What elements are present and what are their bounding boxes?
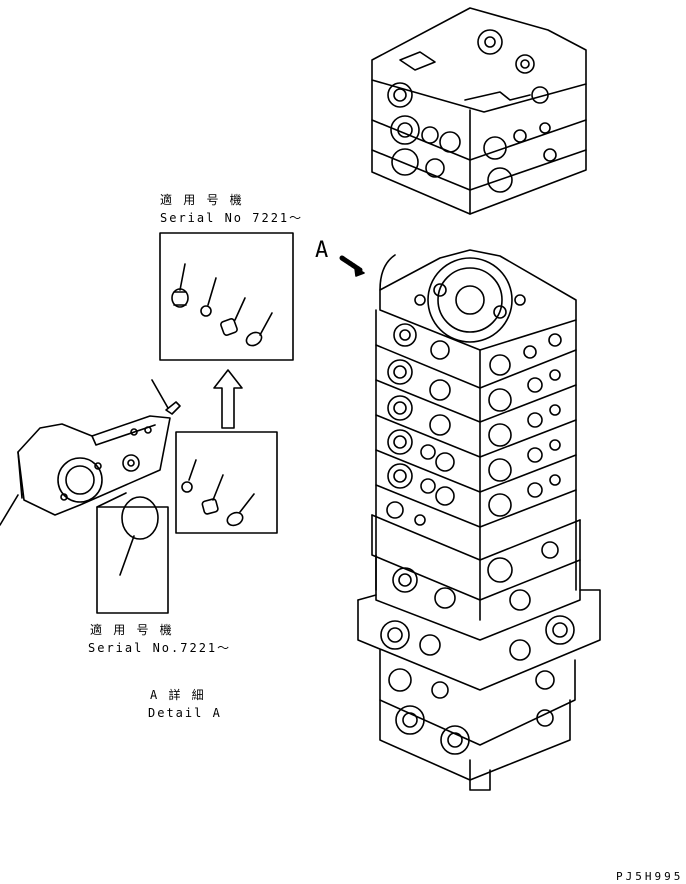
serial-number-label-bottom: Serial No.7221～ <box>88 641 232 655</box>
main-valve-stack <box>357 249 601 791</box>
detail-a-label-jp: A 詳 細 <box>150 688 206 702</box>
seal-detail-box <box>96 492 169 614</box>
valve-cover-section <box>371 7 587 215</box>
view-arrow-a <box>339 255 365 277</box>
applicable-models-label-top: 適 用 号 機 <box>160 193 244 207</box>
detail-box-top <box>159 232 294 361</box>
drawing-code: PJ5H995 <box>616 870 684 883</box>
detail-a-label-en: Detail A <box>148 706 222 720</box>
detail-box-lower <box>175 431 278 534</box>
cover-plate <box>0 379 181 526</box>
applicable-models-label-bottom: 適 用 号 機 <box>90 623 174 637</box>
up-arrow <box>213 369 243 429</box>
view-label-a: A <box>315 238 329 263</box>
serial-number-label-top: Serial No 7221～ <box>160 211 304 225</box>
